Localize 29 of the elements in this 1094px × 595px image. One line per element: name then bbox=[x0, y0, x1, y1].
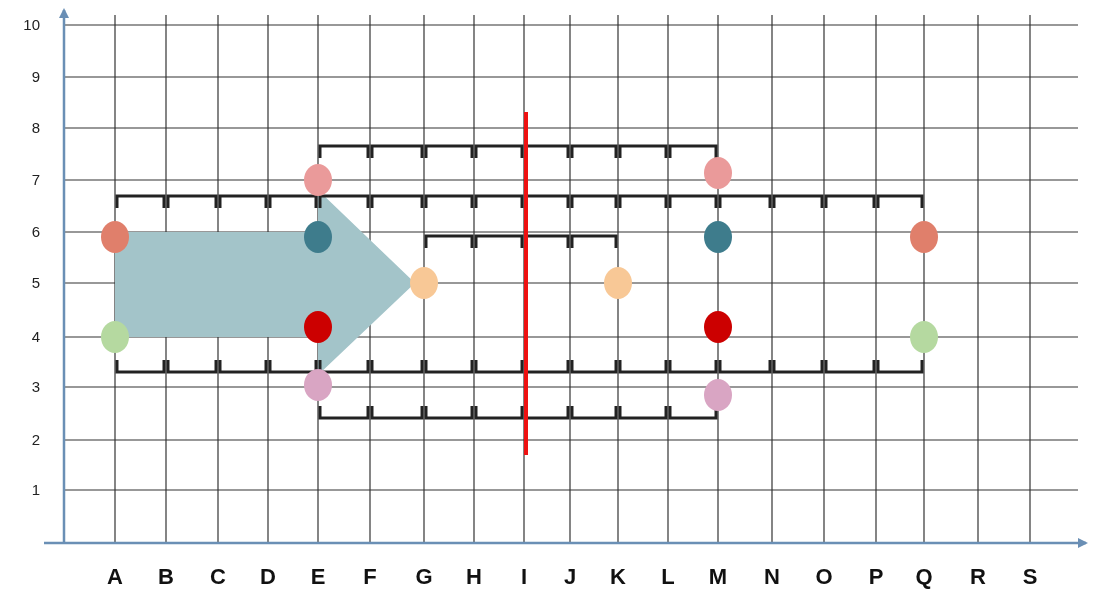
axis-label: D bbox=[259, 565, 277, 589]
axis-label: 9 bbox=[30, 69, 40, 85]
axis-label: F bbox=[362, 565, 378, 589]
axis-label: L bbox=[660, 565, 676, 589]
axis-label: 3 bbox=[30, 379, 40, 395]
axis-label: O bbox=[814, 565, 834, 589]
axis-label: J bbox=[562, 565, 578, 589]
axis-label: N bbox=[763, 565, 781, 589]
axis-label: C bbox=[209, 565, 227, 589]
axis-label: S bbox=[1021, 565, 1039, 589]
axis-label: 5 bbox=[30, 275, 40, 291]
axis-label: 10 bbox=[22, 17, 40, 33]
axis-label: M bbox=[707, 565, 729, 589]
axis-label: I bbox=[519, 565, 529, 589]
axis-label: G bbox=[414, 565, 434, 589]
axis-label: H bbox=[465, 565, 483, 589]
axis-label: P bbox=[867, 565, 885, 589]
axis-label: Q bbox=[914, 565, 934, 589]
axis-label: K bbox=[609, 565, 627, 589]
axis-label: 8 bbox=[30, 120, 40, 136]
axis-label: 1 bbox=[30, 482, 40, 498]
axis-label: 6 bbox=[30, 224, 40, 240]
axis-label: 4 bbox=[30, 329, 40, 345]
axis-label: A bbox=[106, 565, 124, 589]
axis-label: 2 bbox=[30, 432, 40, 448]
axis-label: B bbox=[157, 565, 175, 589]
axis-label: E bbox=[309, 565, 327, 589]
axis-label: R bbox=[969, 565, 987, 589]
axis-label: 7 bbox=[30, 172, 40, 188]
